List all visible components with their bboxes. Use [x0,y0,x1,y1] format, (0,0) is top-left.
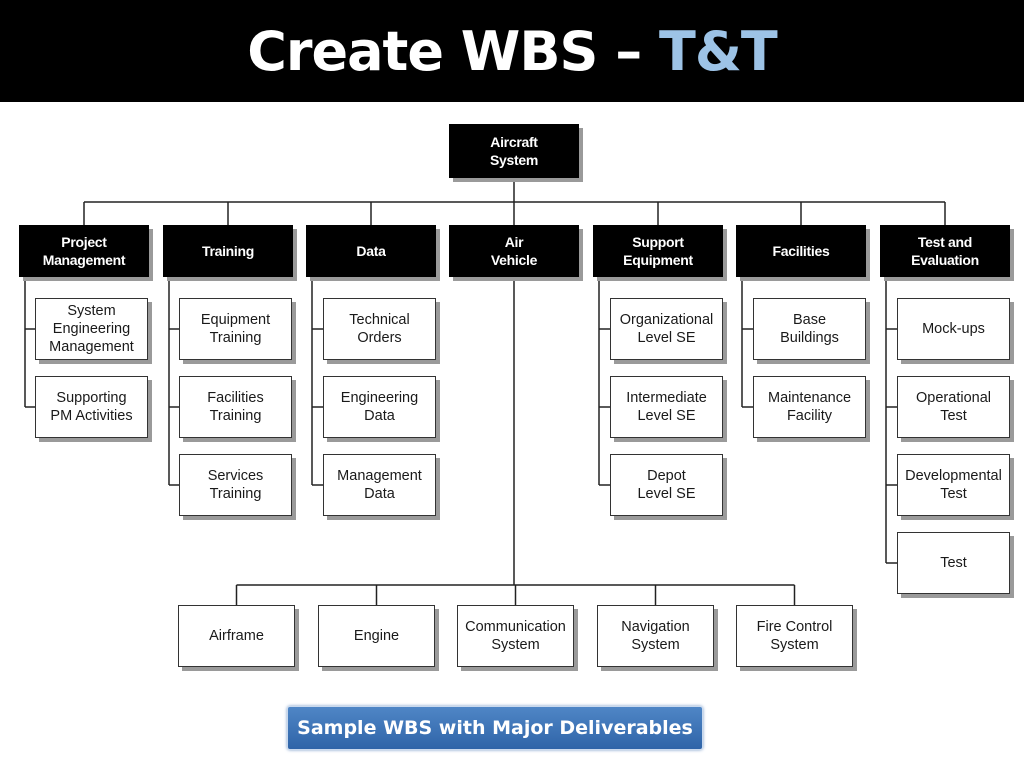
slide-title: Create WBS – T&T [0,0,1024,102]
caption-banner: Sample WBS with Major Deliverables [287,706,703,750]
branch-node-project-management: Project Management [19,225,149,277]
child-node-maintenance-facility: Maintenance Facility [753,376,866,438]
branch-node-air-vehicle: Air Vehicle [449,225,579,277]
child-node-management-data: Management Data [323,454,436,516]
branch-node-support-equipment: Support Equipment [593,225,723,277]
branch-node-facilities: Facilities [736,225,866,277]
child-node-depot-level-se: Depot Level SE [610,454,723,516]
child-node-engine: Engine [318,605,435,667]
branch-node-training: Training [163,225,293,277]
child-node-technical-orders: Technical Orders [323,298,436,360]
root-node-aircraft-system: Aircraft System [449,124,579,178]
child-node-system-engineering-management: System Engineering Management [35,298,148,360]
child-node-intermediate-level-se: Intermediate Level SE [610,376,723,438]
child-node-communication-system: Communication System [457,605,574,667]
child-node-services-training: Services Training [179,454,292,516]
child-node-supporting-pm-activities: Supporting PM Activities [35,376,148,438]
branch-node-data: Data [306,225,436,277]
title-highlight: T&T [659,20,778,83]
child-node-base-buildings: Base Buildings [753,298,866,360]
child-node-facilities-training: Facilities Training [179,376,292,438]
title-main: Create WBS – [247,20,659,83]
branch-node-test-and-evaluation: Test and Evaluation [880,225,1010,277]
title-bar [0,0,1024,102]
child-node-operational-test: Operational Test [897,376,1010,438]
child-node-test: Test [897,532,1010,594]
child-node-equipment-training: Equipment Training [179,298,292,360]
child-node-developmental-test: Developmental Test [897,454,1010,516]
child-node-organizational-level-se: Organizational Level SE [610,298,723,360]
child-node-engineering-data: Engineering Data [323,376,436,438]
child-node-mock-ups: Mock-ups [897,298,1010,360]
child-node-airframe: Airframe [178,605,295,667]
child-node-fire-control-system: Fire Control System [736,605,853,667]
child-node-navigation-system: Navigation System [597,605,714,667]
